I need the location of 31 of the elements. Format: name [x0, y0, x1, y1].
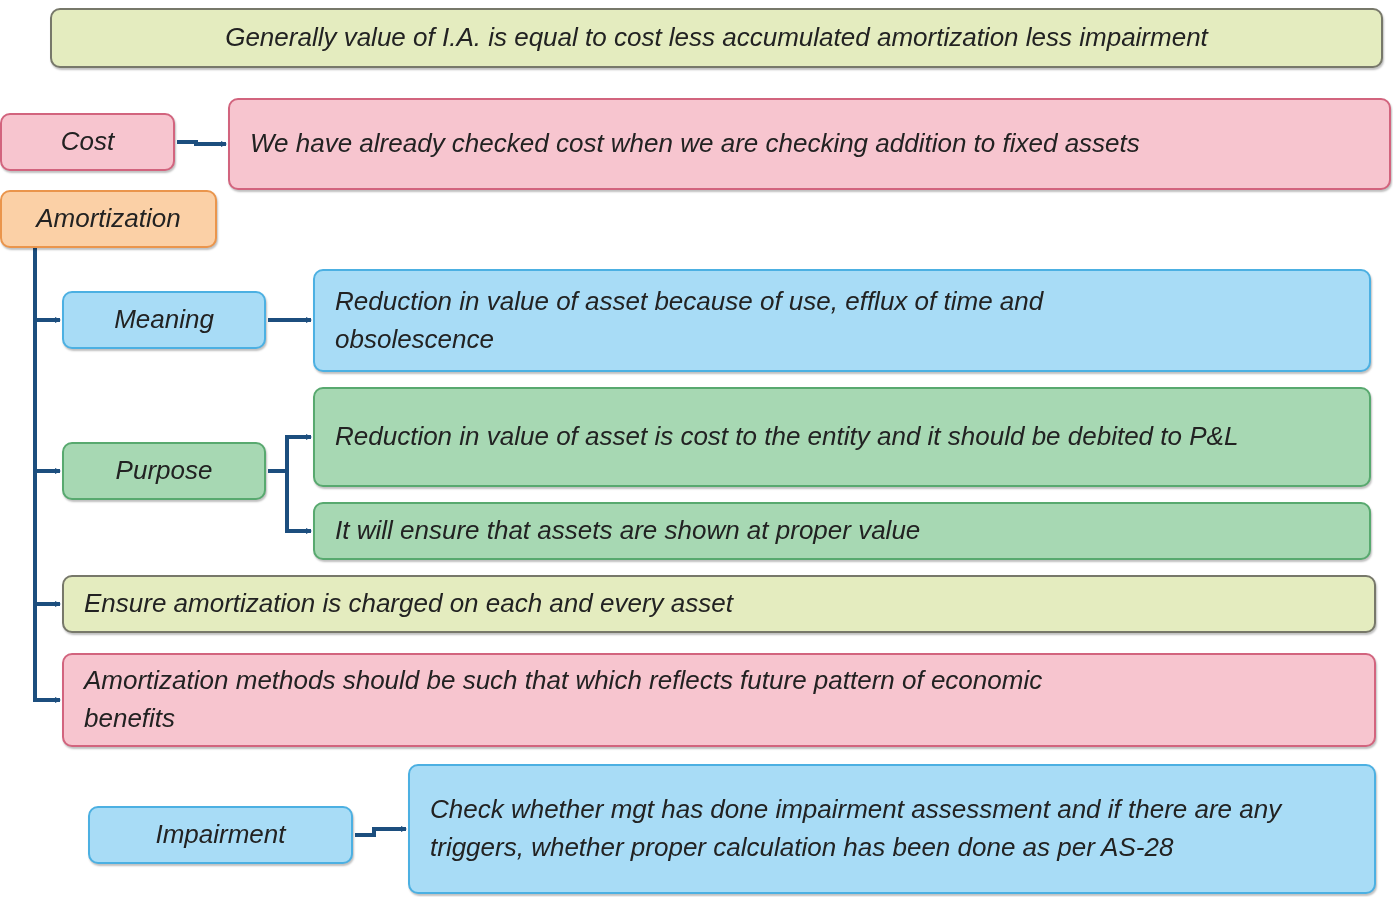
- text-box: [62, 442, 266, 500]
- box-text: We have already checked cost when we are checking addition to fixed assets: [250, 127, 1140, 161]
- arrow: [177, 140, 227, 147]
- text-box: [313, 387, 1371, 487]
- box-text: It will ensure that assets are shown at proper value: [335, 514, 921, 548]
- arrow: [268, 317, 312, 323]
- text-box: [88, 806, 353, 864]
- text-box: [228, 98, 1391, 190]
- box-text: Ensure amortization is charged on each and every asset: [84, 587, 733, 621]
- text-box: [0, 113, 175, 171]
- box-text: Cost: [60, 125, 115, 159]
- box-text: Reduction in value of asset is cost to the entity and it should be debited to P&L: [335, 420, 1239, 454]
- arrow: [33, 248, 61, 703]
- text-box: [313, 269, 1371, 372]
- box-text: Amortization: [36, 202, 181, 236]
- box-text: Reduction in value of asset because of use, efflux of time and obsolescence: [335, 284, 1045, 356]
- box-text: Purpose: [115, 454, 213, 488]
- box-text: Impairment: [155, 818, 286, 852]
- arrow: [355, 826, 407, 837]
- text-box: [408, 764, 1376, 894]
- text-box: [62, 291, 266, 349]
- box-text: Generally value of I.A. is equal to cost less accumulated amortization less impairment: [225, 21, 1208, 55]
- box-text: Amortization methods should be such that which reflects future pattern of economic benefits: [84, 664, 1044, 735]
- text-box: [62, 575, 1376, 633]
- text-box: [62, 653, 1376, 747]
- text-box: [313, 502, 1371, 560]
- arrow: [268, 469, 312, 534]
- box-text: Meaning: [114, 303, 214, 337]
- box-text: Check whether mgt has done impairment assessment and if there are any triggers, whether proper calculation has been done as per AS-28: [430, 793, 1284, 864]
- text-box: [0, 190, 217, 248]
- text-box: [50, 8, 1383, 68]
